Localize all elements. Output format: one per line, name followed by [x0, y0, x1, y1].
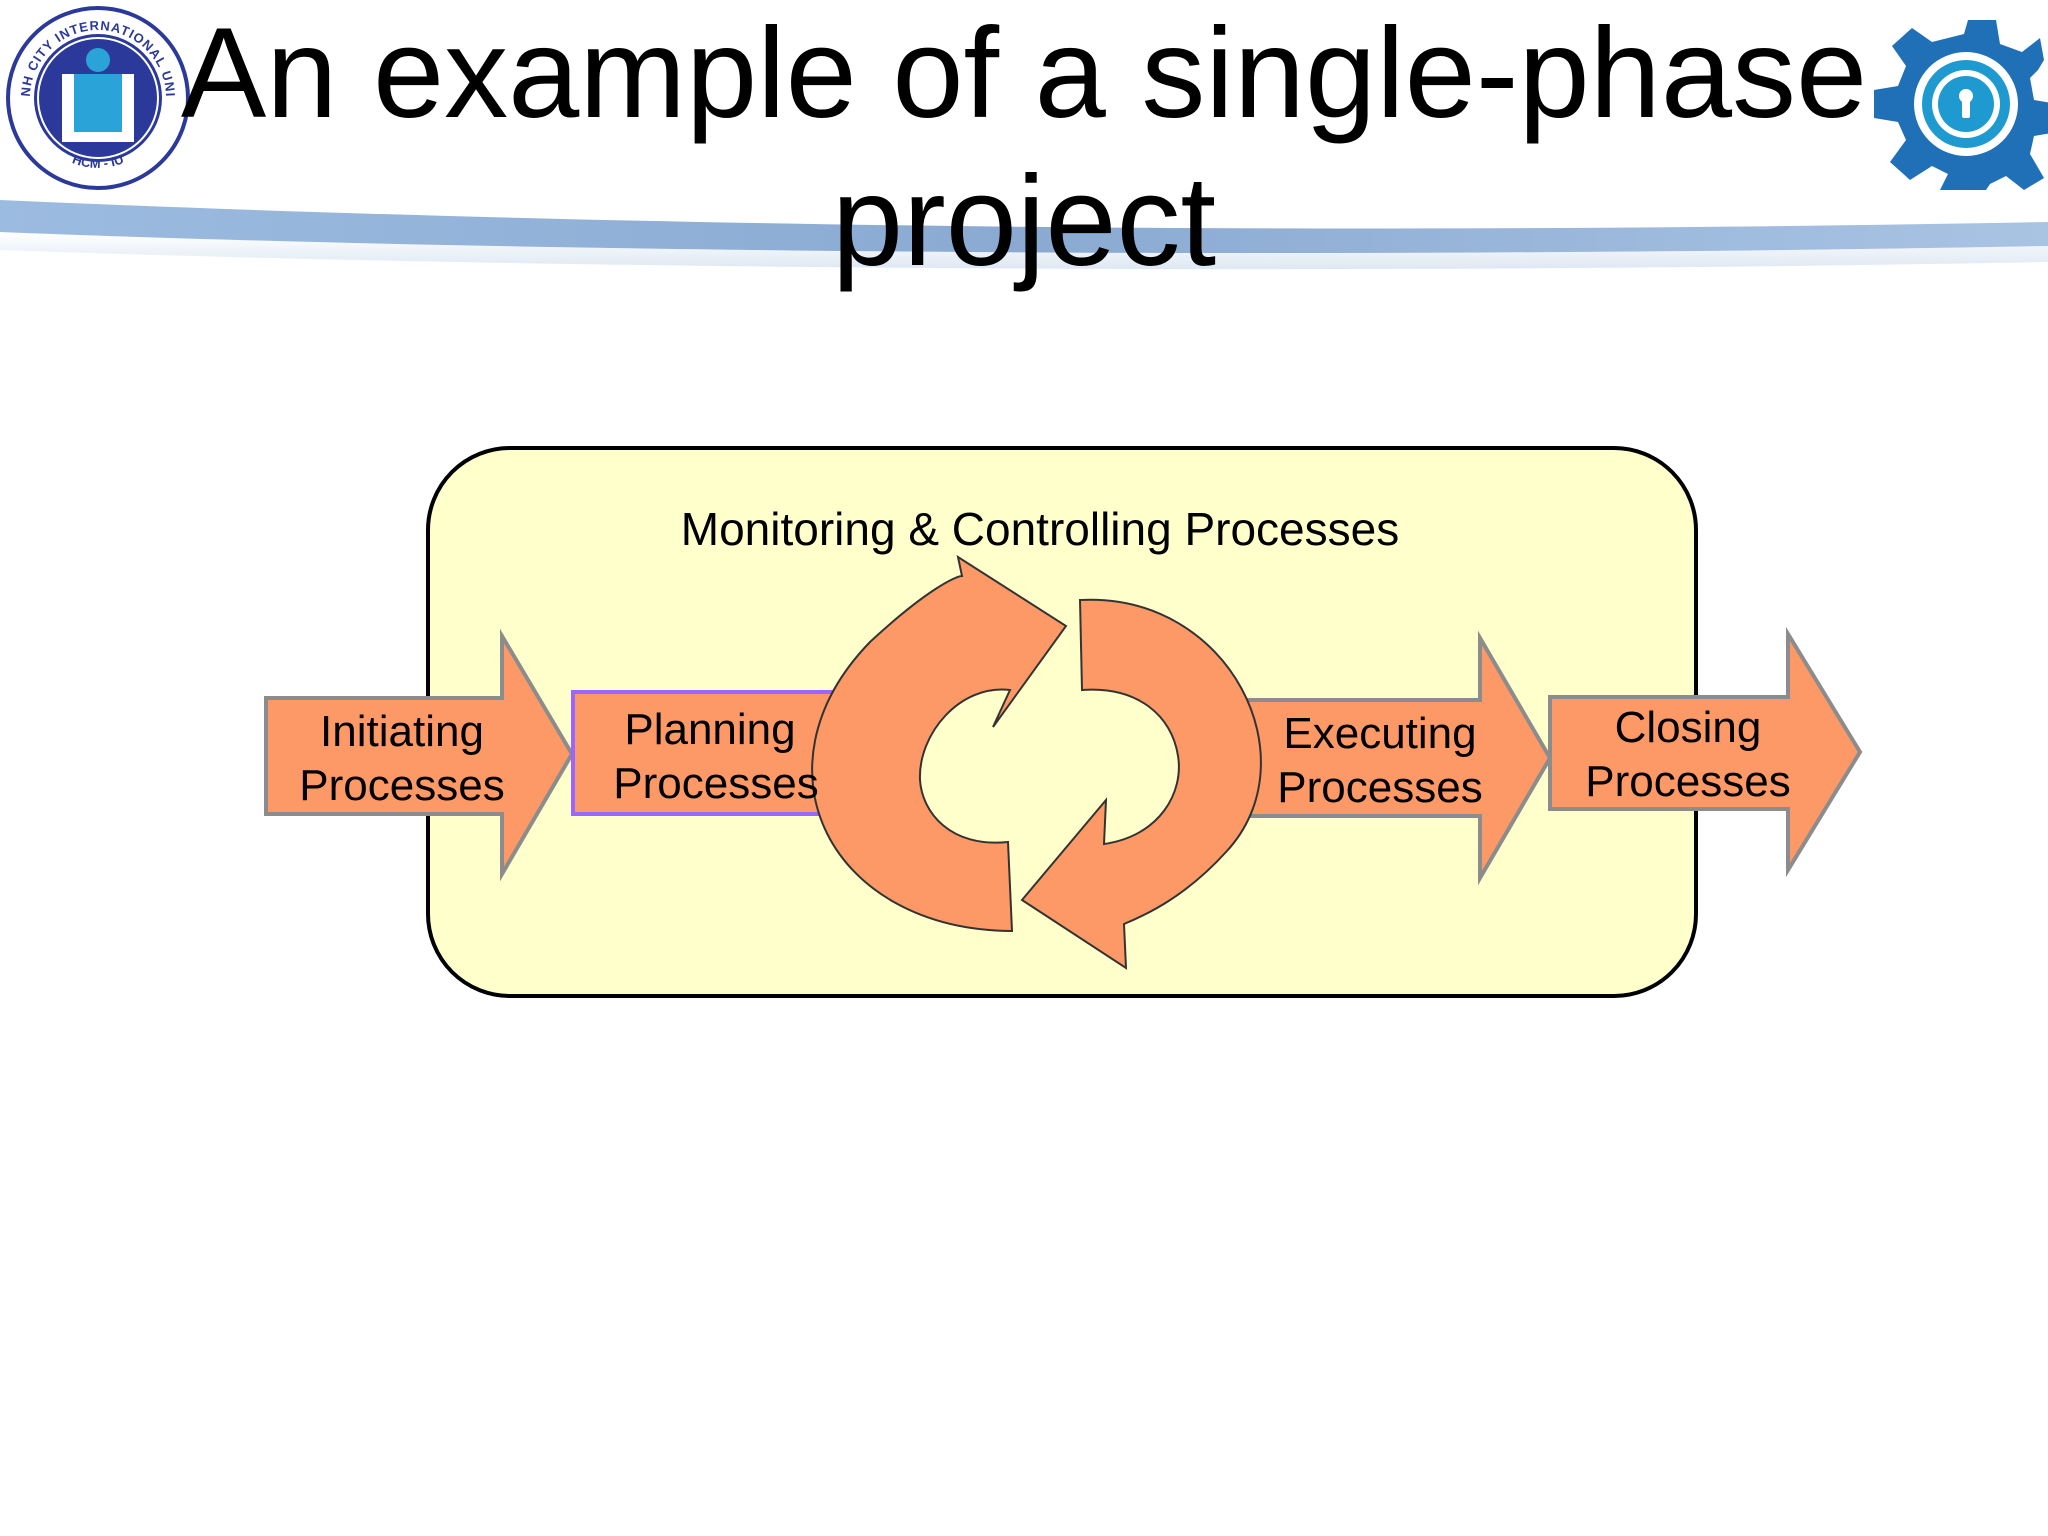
closing-label-line1: Closing	[1615, 703, 1762, 752]
logo-ring-bottom-text: HCM - IU	[70, 151, 125, 171]
cycle-arrow-right	[1020, 598, 1262, 970]
slide-title: An example of a single-phase project	[180, 2, 1868, 293]
gear-icon	[1874, 20, 2048, 190]
closing-processes-arrow	[1548, 626, 1863, 878]
initiating-processes-arrow	[264, 628, 575, 882]
planning-label-line1: Planning	[624, 705, 795, 754]
header-band	[0, 200, 2048, 270]
cycle-arrow-left	[811, 554, 1068, 933]
initiating-label-line1: Initiating	[320, 707, 484, 756]
svg-text:HCM - IU: HCM - IU	[70, 151, 125, 171]
initiating-label-line2: Processes	[299, 761, 504, 810]
university-logo: HOCHIMINH CITY INTERNATIONAL UNIVERSITY …	[0, 0, 190, 190]
container-label: Monitoring & Controlling Processes	[681, 503, 1399, 555]
closing-label-line2: Processes	[1585, 757, 1790, 806]
executing-processes-arrow	[1228, 630, 1553, 886]
planning-label-line2: Processes	[613, 759, 818, 808]
executing-label-line1: Executing	[1283, 709, 1476, 758]
executing-label-line2: Processes	[1277, 763, 1482, 812]
